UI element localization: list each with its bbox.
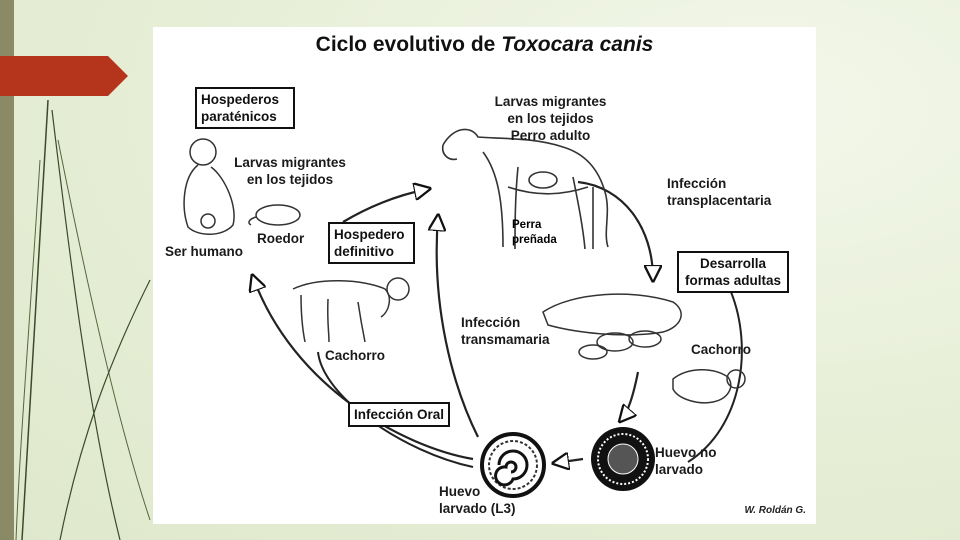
title-prefix: Ciclo evolutivo de <box>315 33 502 56</box>
egg-larvated-drawing <box>480 432 546 498</box>
label-definitive-host: Hospedero definitivo <box>328 222 415 264</box>
puppy-right-drawing <box>672 369 746 404</box>
arrow-unlarvated-to-larvated <box>555 459 584 463</box>
human-drawing <box>183 138 235 235</box>
label-puppy-right: Cachorro <box>691 342 752 357</box>
label-transmammary: Infección transmamaria <box>461 315 550 347</box>
arrow-to-puppy-right <box>621 371 640 420</box>
adult-dog-drawing <box>441 128 609 250</box>
rodent-drawing <box>248 204 301 226</box>
egg-unlarvated-drawing <box>591 427 655 491</box>
nursing-dog-drawing <box>542 293 682 360</box>
label-egg-larvated: Huevo larvado (L3) <box>439 484 516 516</box>
label-oral-infection: Infección Oral <box>348 402 451 427</box>
puppy-left-drawing <box>292 277 410 343</box>
life-cycle-diagram: Ciclo evolutivo de Toxocara canis Hosped… <box>153 27 816 524</box>
author-credit: W. Roldán G. <box>744 505 806 516</box>
label-rodent: Roedor <box>257 231 305 246</box>
arrow-definitive-to-adult <box>342 189 428 223</box>
label-paratenic-hosts: Hospederos paraténicos <box>195 87 295 129</box>
label-transplacental: Infección transplacentaria <box>667 176 772 208</box>
label-egg-unlarvated: Huevo no larvado <box>655 445 717 477</box>
accent-arrow-tab <box>0 56 128 96</box>
arrow-transplacental <box>577 180 653 279</box>
title-species: Toxocara canis <box>501 33 654 56</box>
diagram-artwork <box>183 128 746 498</box>
label-puppy-left: Cachorro <box>325 348 386 363</box>
label-larvae-adult-dog: Larvas migrantes en los tejidos Perro ad… <box>494 94 607 143</box>
arrow-larvated-to-puppy <box>437 217 479 438</box>
diagram-title: Ciclo evolutivo de Toxocara canis <box>153 33 816 57</box>
decorative-lines <box>15 99 151 540</box>
label-adult-forms: Desarrolla formas adultas <box>677 251 789 293</box>
slide-left-bar <box>0 0 14 540</box>
label-larvae-tissues-left: Larvas migrantes en los tejidos <box>234 155 346 187</box>
label-human: Ser humano <box>165 244 244 259</box>
label-pregnant-dog: Perra preñada <box>512 219 557 246</box>
arrow-puppies-to-eggs <box>687 291 743 463</box>
